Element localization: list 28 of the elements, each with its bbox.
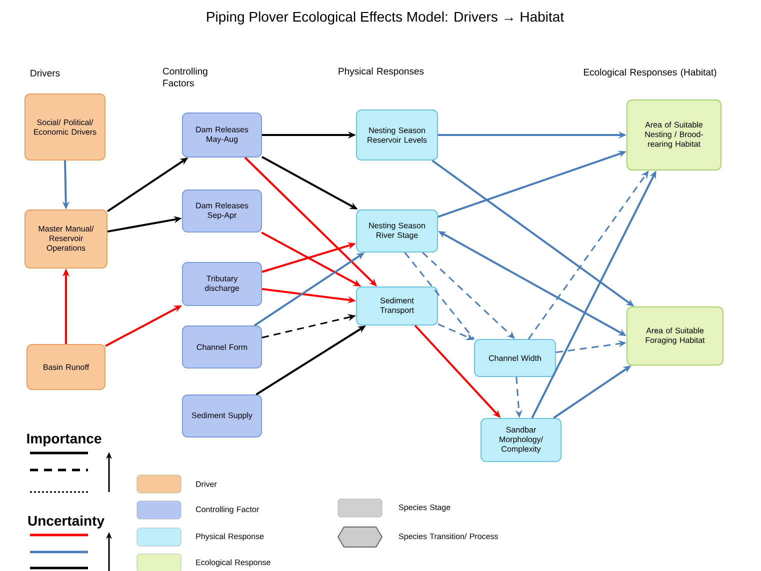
- title: Piping Plover Ecological Effects Model: Drivers → Habitat: [207, 11, 564, 25]
- legend-label: Ecological Response: [196, 559, 270, 567]
- column-heading: Drivers: [30, 70, 60, 76]
- response-box: Sediment Transport: [356, 286, 438, 326]
- response-box: Nesting Season Reservoir Levels: [356, 110, 438, 160]
- legend-label: Driver: [196, 481, 217, 487]
- legend-label: Physical Response: [196, 533, 264, 541]
- column-heading: Physical Responses: [338, 68, 424, 76]
- response-box: Area of Suitable Nesting / Brood-rearing Habitat: [626, 100, 722, 170]
- driver-box: Master Manual/ Reservoir Operations: [24, 210, 108, 268]
- response-box: Channel Width: [474, 339, 556, 377]
- factor-box: Tributary discharge: [182, 262, 262, 306]
- factor-box: Dam Releases May-Aug: [182, 112, 262, 158]
- factor-box: Sediment Supply: [182, 394, 262, 438]
- legend-label: Species Stage: [398, 504, 450, 512]
- key-title: Uncertainty: [28, 515, 104, 529]
- driver-box: Basin Runoff: [26, 344, 106, 390]
- legend-label: Species Transition/ Process: [398, 533, 498, 541]
- factor-box: Channel Form: [182, 326, 262, 368]
- legend-label: Controlling Factor: [196, 506, 259, 514]
- factor-box: Dam Releases Sep-Apr: [182, 190, 262, 232]
- column-heading: Ecological Responses (Habitat): [584, 68, 716, 78]
- response-box: Nesting Season River Stage: [356, 210, 438, 252]
- column-heading: Controlling Factors: [163, 68, 208, 86]
- key-title: Importance: [27, 434, 102, 446]
- driver-box: Social/ Political/ Economic Drivers: [24, 94, 106, 160]
- response-box: Area of Suitable Foraging Habitat: [626, 306, 724, 366]
- response-box: Sandbar Morphology/ Complexity: [480, 418, 562, 462]
